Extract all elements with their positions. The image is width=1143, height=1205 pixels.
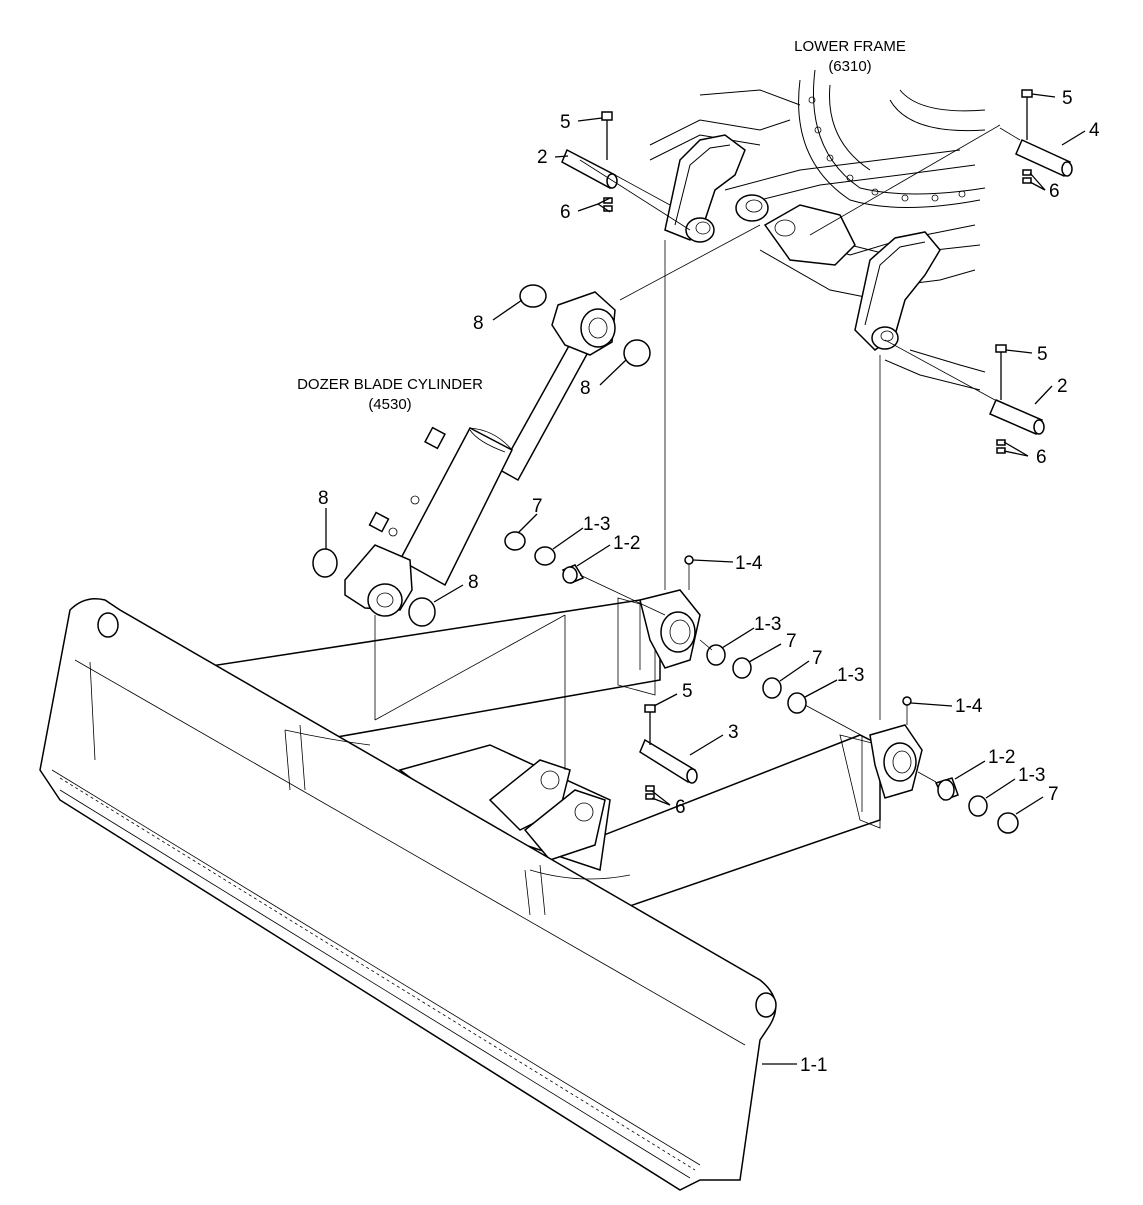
lower-frame-code: (6310): [828, 58, 871, 75]
callout-1-4: 1-4: [735, 553, 763, 574]
callout-6: 6: [1036, 447, 1047, 468]
assembly-lines: [374, 124, 1021, 783]
dozer-blade-cylinder-drawing: [344, 291, 616, 617]
callout-6: 6: [560, 202, 571, 223]
callout-8: 8: [580, 378, 591, 399]
callout-7: 7: [812, 648, 823, 669]
callout-5: 5: [560, 112, 571, 133]
callout-4: 4: [1089, 120, 1100, 141]
callout-8: 8: [473, 313, 484, 334]
callout-1-4: 1-4: [955, 696, 983, 717]
cylinder-code: (4530): [368, 396, 411, 413]
callout-8: 8: [468, 572, 479, 593]
callout-5: 5: [682, 681, 693, 702]
callout-6: 6: [1049, 181, 1060, 202]
lower-frame-label: LOWER FRAME: [794, 38, 906, 55]
callout-1-3: 1-3: [837, 665, 864, 686]
callout-7: 7: [532, 496, 543, 517]
callout-1-3: 1-3: [583, 514, 610, 535]
callout-leaders: [325, 93, 1086, 1065]
callout-7: 7: [1048, 784, 1059, 805]
callout-2: 2: [1057, 376, 1068, 397]
callout-1-3: 1-3: [754, 614, 781, 635]
cylinder-label: DOZER BLADE CYLINDER: [297, 376, 483, 393]
dozer-blade-drawing: [39, 598, 777, 1191]
pins-and-hardware: [312, 89, 1073, 834]
assembly-labels: LOWER FRAME (6310) DOZER BLADE CYLINDER …: [297, 38, 906, 413]
callout-1-2: 1-2: [613, 533, 640, 554]
callout-5: 5: [1062, 88, 1073, 109]
callout-5: 5: [1037, 344, 1048, 365]
callout-numbers: 5 2 6 5 4 6 8 8 5 2 6 8 8 7 1-3 1-2 1-4 …: [318, 88, 1100, 1076]
callout-1-3: 1-3: [1018, 765, 1045, 786]
lower-frame-drawing: [649, 69, 986, 391]
callout-2: 2: [537, 147, 548, 168]
callout-1-2: 1-2: [988, 747, 1015, 768]
callout-3: 3: [728, 722, 739, 743]
callout-6: 6: [675, 797, 686, 818]
callout-7: 7: [786, 631, 797, 652]
callout-8: 8: [318, 488, 329, 509]
callout-1-1: 1-1: [800, 1055, 827, 1076]
